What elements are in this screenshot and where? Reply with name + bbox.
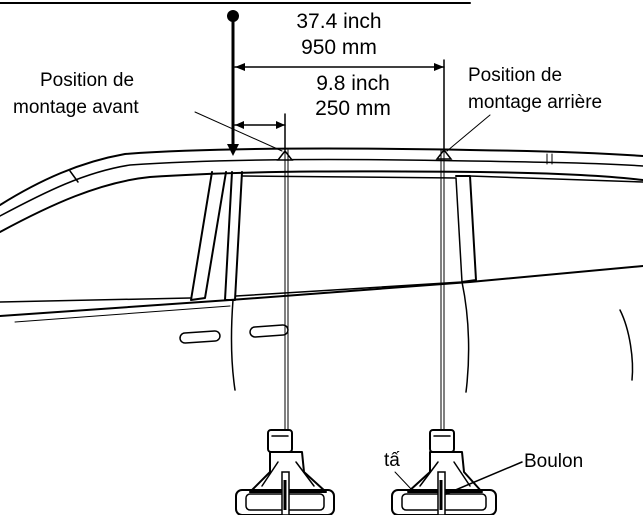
bolt-leader: [445, 461, 523, 495]
long-dimension-arrow-right: [434, 63, 444, 71]
short-dimension-mm: 250 mm: [315, 97, 391, 120]
rear-quarter: [469, 175, 643, 183]
rear-door-seam: [461, 281, 470, 393]
front-door-seam: [230, 299, 236, 391]
front-door-handle: [179, 330, 221, 344]
b-pillar: [224, 171, 243, 301]
rear-position-leader: [446, 114, 491, 152]
rear-mount-foot: [391, 429, 497, 516]
c-pillar: [455, 175, 477, 283]
rear-position-label-line1: Position de: [468, 65, 562, 86]
short-dimension-arrow-left: [235, 121, 244, 129]
front-position-label-line1: Position de: [40, 70, 134, 91]
door-crease: [14, 305, 231, 323]
roof-edge: [0, 170, 643, 233]
rear-door-handle: [249, 324, 289, 338]
body-crease: [0, 297, 191, 303]
rear-window-frame: [235, 175, 463, 297]
long-dimension-inch: 37.4 inch: [296, 10, 381, 33]
garbled-foot-leader: [394, 471, 413, 491]
long-dimension-arrow-left: [235, 63, 245, 71]
roof-rail-inner: [0, 158, 643, 217]
garbled-foot-label: tấ: [384, 450, 400, 471]
short-dimension-arrow-right: [276, 121, 285, 129]
belt-line: [0, 265, 643, 317]
a-pillar: [190, 171, 227, 301]
long-dimension-mm: 950 mm: [301, 36, 377, 59]
rear-arch: [619, 309, 634, 381]
front-position-label-line2: montage avant: [13, 97, 139, 118]
front-mount-foot: [235, 429, 335, 516]
bolt-label: Boulon: [524, 451, 583, 472]
roof-rail-outer: [0, 147, 643, 206]
front-position-leader: [194, 111, 283, 152]
short-dimension-inch: 9.8 inch: [316, 72, 390, 95]
rear-position-label-line2: montage arrière: [468, 92, 602, 113]
rail-end-left: [69, 170, 79, 183]
